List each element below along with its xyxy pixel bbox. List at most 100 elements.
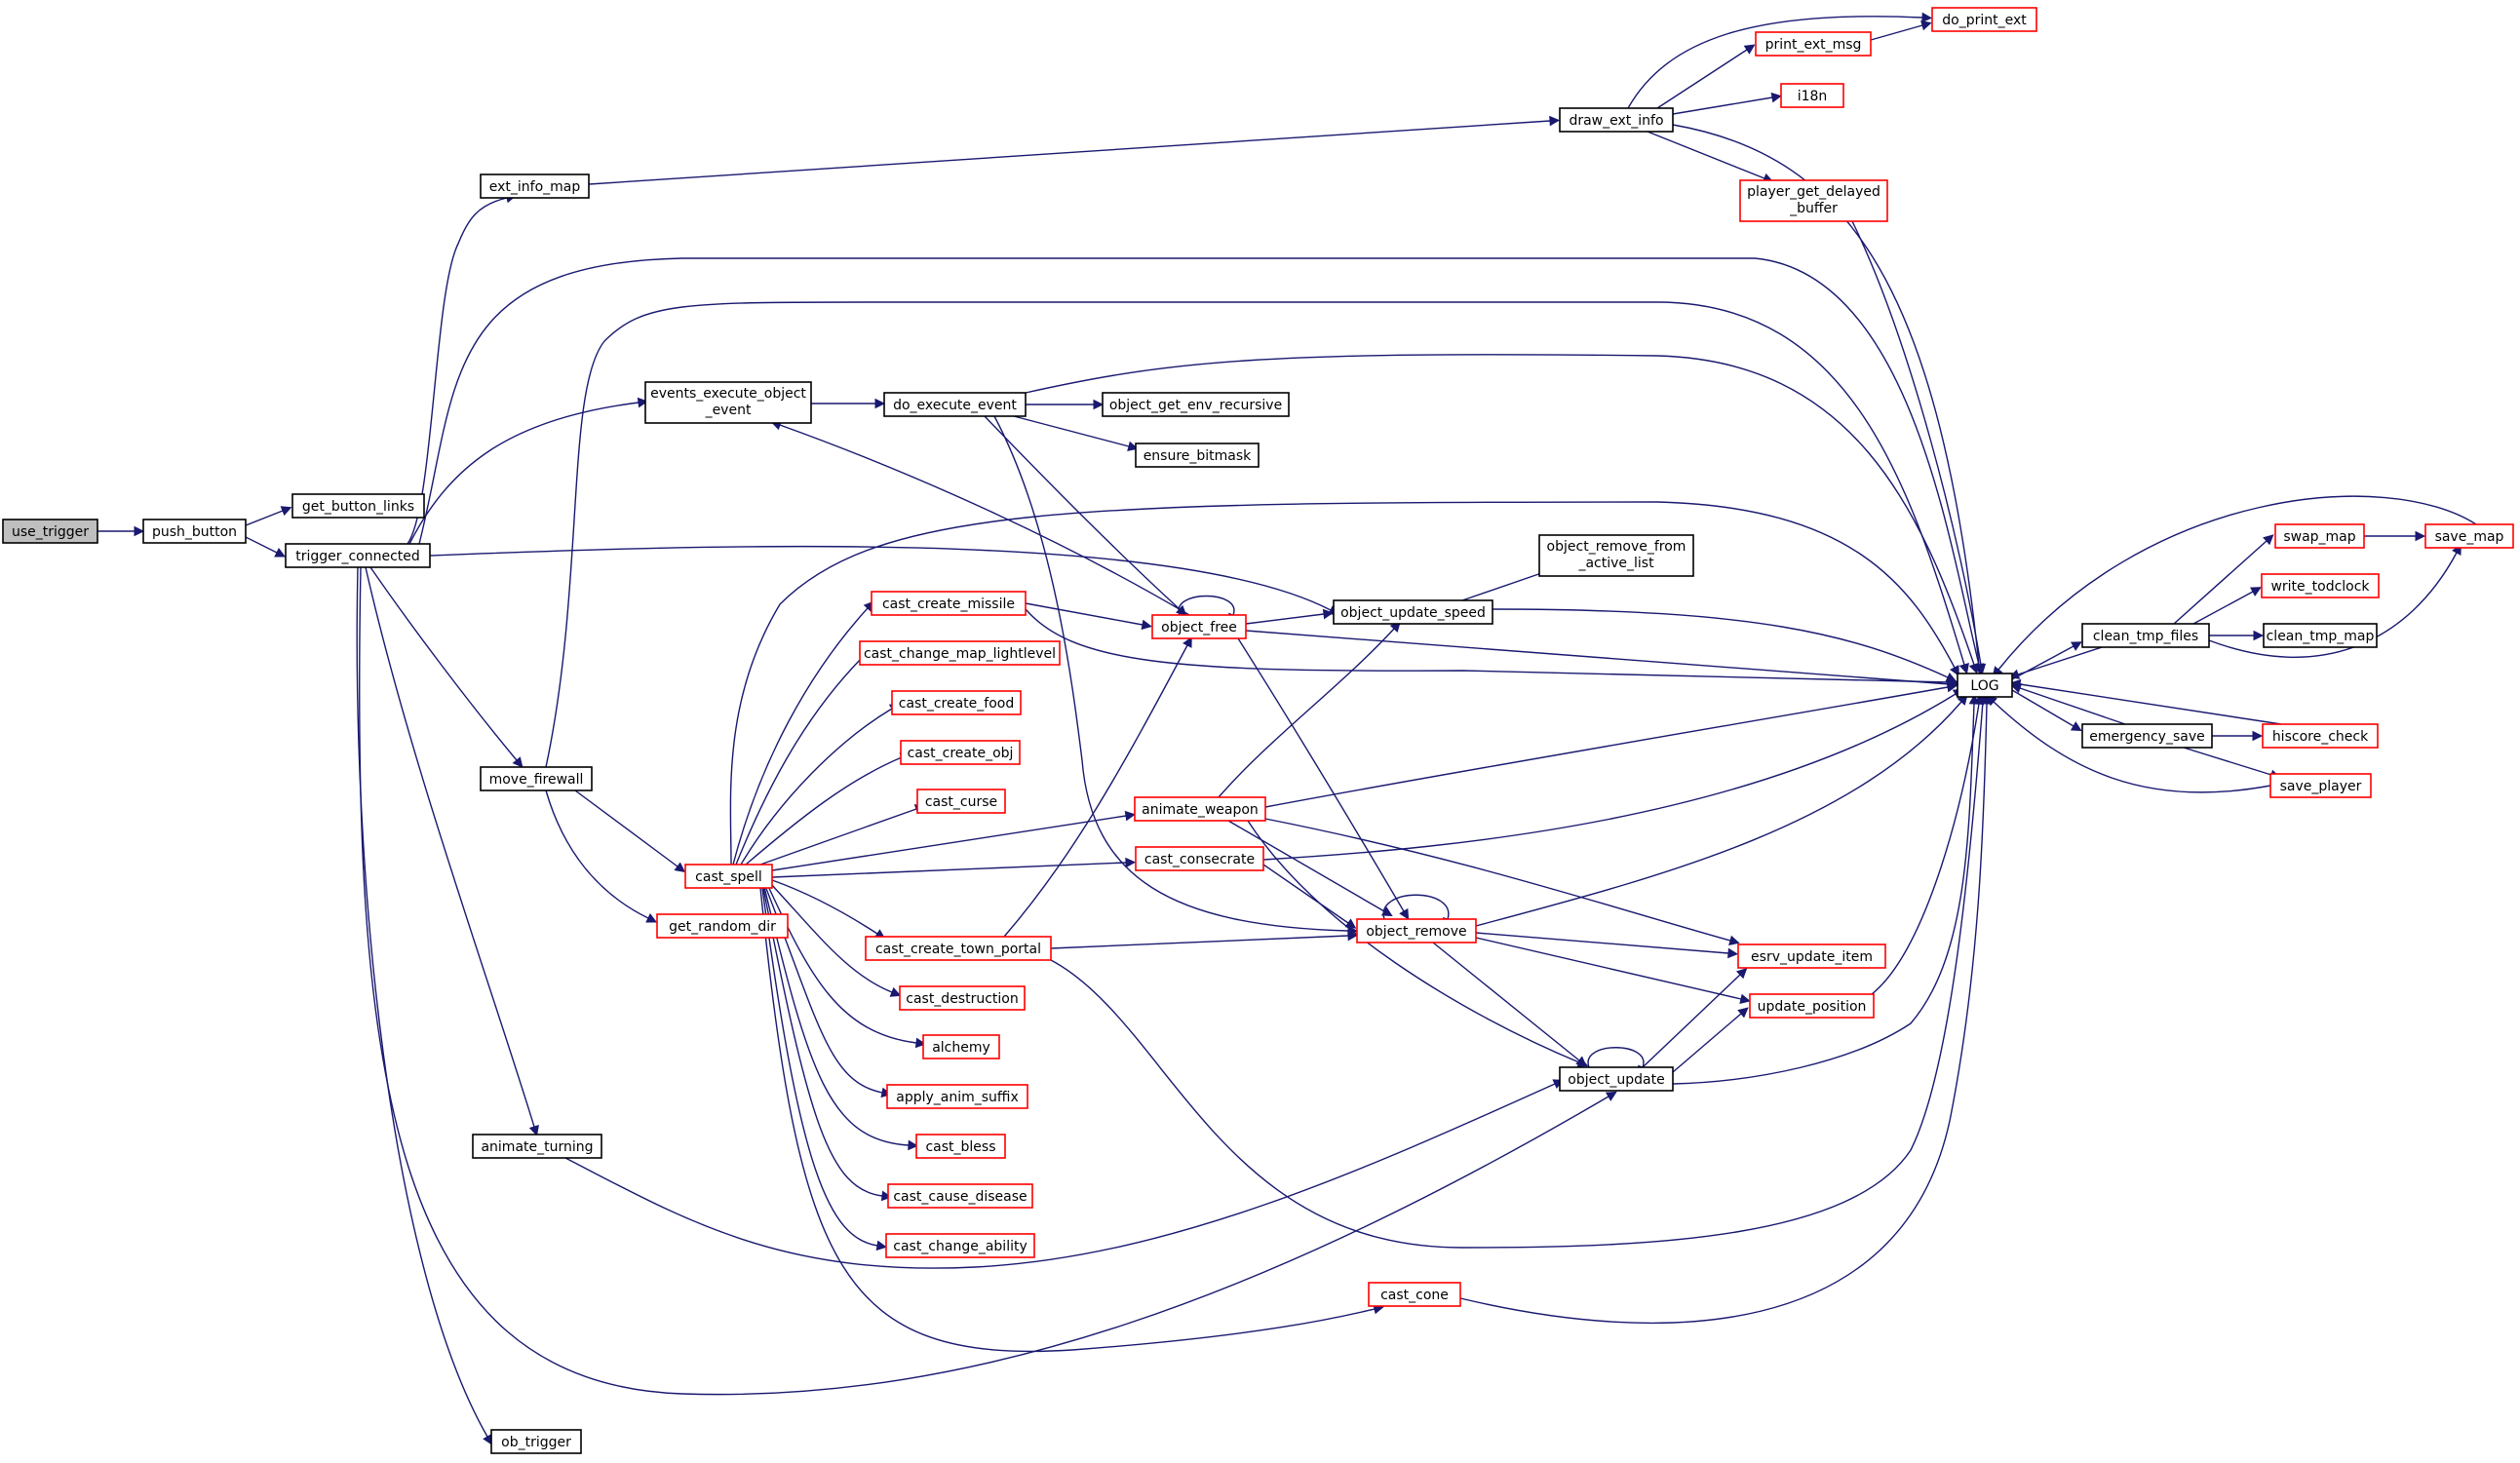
edge-cast_cone-LOG	[1459, 693, 1993, 1324]
node-label: update_position	[1758, 999, 1867, 1015]
edge-line	[2011, 645, 2074, 680]
node-label: esrv_update_item	[1751, 949, 1873, 965]
node-write-todclock[interactable]: write_todclock	[2261, 573, 2380, 598]
edge-line	[356, 566, 488, 1438]
node-player-get-delayed-buffer[interactable]: player_get_delayed_buffer	[1739, 179, 1888, 222]
node-box	[1102, 392, 1290, 417]
node-cast-destruction[interactable]: cast_destruction	[899, 985, 1026, 1011]
edge-draw_ext_info-player_get_delayed	[1647, 131, 1774, 183]
edge-line	[1264, 818, 1731, 942]
edge-line	[564, 1083, 1556, 1269]
node-save-player[interactable]: save_player	[2269, 773, 2372, 798]
node-ensure-bitmask[interactable]: ensure_bitmask	[1135, 443, 1260, 468]
node-label: get_random_dir	[669, 919, 776, 935]
node-object-update[interactable]: object_update	[1559, 1066, 1674, 1092]
edge-line	[1237, 637, 1405, 912]
node-label: events_execute_object	[650, 386, 806, 402]
node-animate-turning[interactable]: animate_turning	[472, 1134, 602, 1159]
edge-line	[418, 257, 1980, 666]
node-push-button[interactable]: push_button	[142, 519, 247, 544]
edge-line	[1262, 864, 1349, 924]
node-trigger-connected[interactable]: trigger_connected	[285, 543, 431, 568]
node-object-free[interactable]: object_free	[1151, 614, 1247, 639]
node-ob-trigger[interactable]: ob_trigger	[490, 1429, 582, 1454]
edge-line	[1672, 124, 1980, 666]
node-save-map[interactable]: save_map	[2424, 523, 2514, 549]
node-i18n[interactable]: i18n	[1780, 83, 1844, 108]
edge-draw_ext_info-do_print_ext	[1627, 12, 1933, 109]
node-hiscore-check[interactable]: hiscore_check	[2262, 723, 2379, 749]
node-ext-info-map[interactable]: ext_info_map	[480, 173, 590, 199]
arrow-head-icon	[1968, 693, 1980, 705]
edge-line	[1050, 701, 1984, 1249]
edge-line	[1025, 602, 1144, 626]
arrow-head-icon	[1605, 1091, 1617, 1101]
node-cast-change-map-lightlevel[interactable]: cast_change_map_lightlevel	[859, 640, 1061, 666]
node-label: swap_map	[2283, 529, 2355, 545]
node-esrv-update-item[interactable]: esrv_update_item	[1737, 943, 1886, 969]
node-cast-cause-disease[interactable]: cast_cause_disease	[887, 1183, 1033, 1209]
node-cast-create-missile[interactable]: cast_create_missile	[871, 591, 1027, 616]
node-cast-consecrate[interactable]: cast_consecrate	[1135, 846, 1264, 871]
node-LOG[interactable]: LOG	[1957, 673, 2013, 698]
node-cast-spell[interactable]: cast_spell	[684, 864, 773, 889]
edge-line	[1870, 24, 1923, 41]
arrow-head-icon	[1141, 619, 1152, 631]
node-object-remove-from-active-list[interactable]: object_remove_from_active_list	[1538, 534, 1694, 577]
node-box	[1333, 599, 1493, 625]
node-get-button-links[interactable]: get_button_links	[291, 493, 425, 519]
node-label: ob_trigger	[501, 1435, 571, 1450]
node-cast-create-town-portal[interactable]: cast_create_town_portal	[865, 936, 1052, 961]
node-print-ext-msg[interactable]: print_ext_msg	[1755, 31, 1872, 57]
node-object-update-speed[interactable]: object_update_speed	[1333, 599, 1493, 625]
node-get-random-dir[interactable]: get_random_dir	[656, 913, 789, 939]
node-box	[1368, 1282, 1461, 1307]
node-object-get-env-recursive[interactable]: object_get_env_recursive	[1102, 392, 1290, 417]
edge-cast_spell-cast_consecrate	[771, 857, 1137, 878]
node-update-position[interactable]: update_position	[1749, 993, 1875, 1019]
edge-draw_ext_info-print_ext_msg	[1656, 44, 1756, 109]
node-box	[644, 381, 812, 424]
edge-animate_weapon-esrv_update_item	[1264, 818, 1740, 945]
edge-animate_weapon-object_update_speed	[1218, 621, 1401, 798]
node-swap-map[interactable]: swap_map	[2274, 523, 2365, 549]
node-move-firewall[interactable]: move_firewall	[480, 766, 593, 791]
node-animate-weapon[interactable]: animate_weapon	[1134, 796, 1266, 822]
node-draw-ext-info[interactable]: draw_ext_info	[1559, 107, 1674, 133]
node-label: apply_anim_suffix	[896, 1090, 1019, 1105]
arrow-head-icon	[134, 525, 145, 537]
node-events-execute-object-event[interactable]: events_execute_object_event	[644, 381, 812, 424]
node-emergency-save[interactable]: emergency_save	[2081, 723, 2213, 749]
node-cast-bless[interactable]: cast_bless	[915, 1134, 1006, 1159]
node-object-remove[interactable]: object_remove	[1356, 918, 1477, 943]
edge-line	[1025, 354, 1975, 666]
node-cast-cone[interactable]: cast_cone	[1368, 1282, 1461, 1307]
arrow-head-icon	[1124, 810, 1136, 822]
node-alchemy[interactable]: alchemy	[922, 1034, 1000, 1059]
edge-line	[2192, 591, 2254, 625]
edge-line	[1003, 644, 1188, 938]
node-clean-tmp-files[interactable]: clean_tmp_files	[2081, 623, 2210, 648]
node-do-execute-event[interactable]: do_execute_event	[883, 392, 1027, 417]
node-cast-create-food[interactable]: cast_create_food	[891, 690, 1022, 715]
node-box	[2424, 523, 2514, 549]
node-use-trigger[interactable]: use_trigger	[2, 519, 98, 544]
arrow-head-icon	[2253, 630, 2265, 641]
edge-line	[732, 607, 869, 866]
node-cast-change-ability[interactable]: cast_change_ability	[885, 1233, 1035, 1258]
edge-line	[1587, 1047, 1645, 1068]
node-box	[2262, 723, 2379, 749]
arrow-head-icon	[2009, 678, 2022, 690]
edge-line	[1178, 595, 1235, 616]
edge-line	[1382, 894, 1450, 920]
arrow-head-icon	[875, 1240, 887, 1251]
node-apply-anim-suffix[interactable]: apply_anim_suffix	[886, 1084, 1028, 1109]
node-label: ext_info_map	[489, 179, 581, 195]
node-label: get_button_links	[302, 499, 414, 515]
node-do-print-ext[interactable]: do_print_ext	[1931, 7, 2037, 32]
node-cast-create-obj[interactable]: cast_create_obj	[900, 740, 1021, 765]
edge-cast_spell-cast_curse	[759, 804, 926, 866]
node-cast-curse[interactable]: cast_curse	[916, 789, 1006, 814]
arrow-head-icon	[2070, 721, 2082, 732]
node-clean-tmp-map[interactable]: clean_tmp_map	[2263, 623, 2378, 648]
